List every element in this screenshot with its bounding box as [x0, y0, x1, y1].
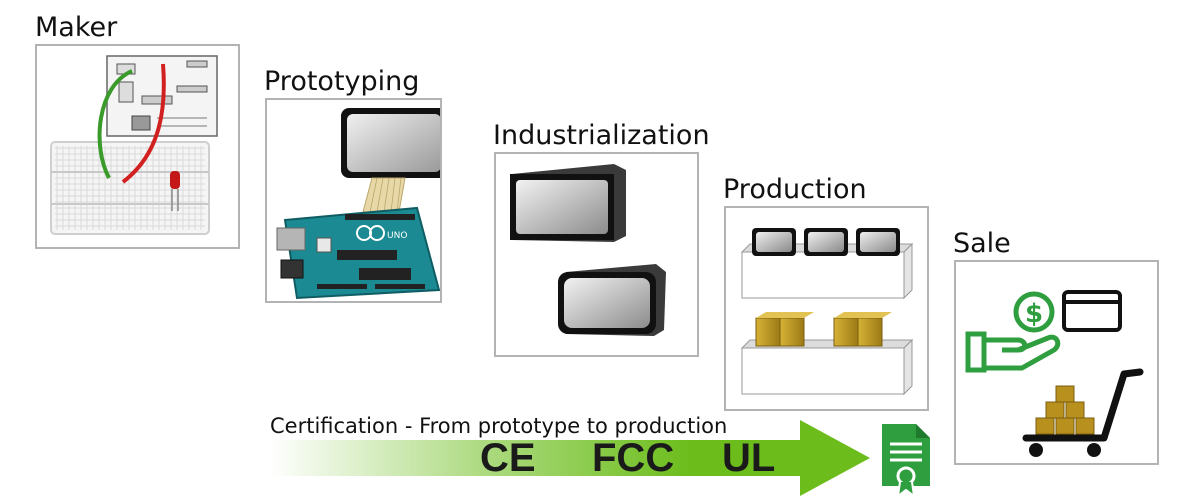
money-hand-icon: $	[965, 291, 1061, 373]
svg-text:$: $	[1025, 299, 1043, 329]
production-panel	[724, 206, 929, 411]
production-title: Production	[723, 174, 867, 205]
industrialization-panel	[494, 152, 699, 357]
prototyping-panel: UNO	[265, 98, 442, 303]
enclosed-display-icon	[510, 164, 666, 336]
credit-card-icon	[1062, 290, 1122, 332]
uno-label: UNO	[387, 231, 407, 241]
ce-mark: CE	[480, 436, 536, 480]
fcc-mark: FCC	[592, 436, 675, 480]
shopping-cart-icon	[1022, 368, 1144, 457]
sale-title: Sale	[953, 228, 1011, 259]
ul-mark: UL	[722, 436, 776, 480]
payment-cart-icon: $	[965, 290, 1144, 457]
sale-panel: $	[954, 260, 1159, 465]
factory-shelves-icon	[740, 228, 914, 396]
certification-label: Certification - From prototype to produc…	[270, 414, 728, 438]
arduino-uno-display-icon: UNO	[276, 108, 440, 300]
maker-panel	[35, 44, 240, 249]
breadboard-arduino-icon	[50, 55, 218, 235]
prototyping-title: Prototyping	[264, 66, 420, 97]
certificate-document-icon	[882, 424, 930, 498]
industrialization-title: Industrialization	[493, 120, 710, 151]
maker-title: Maker	[35, 12, 118, 43]
